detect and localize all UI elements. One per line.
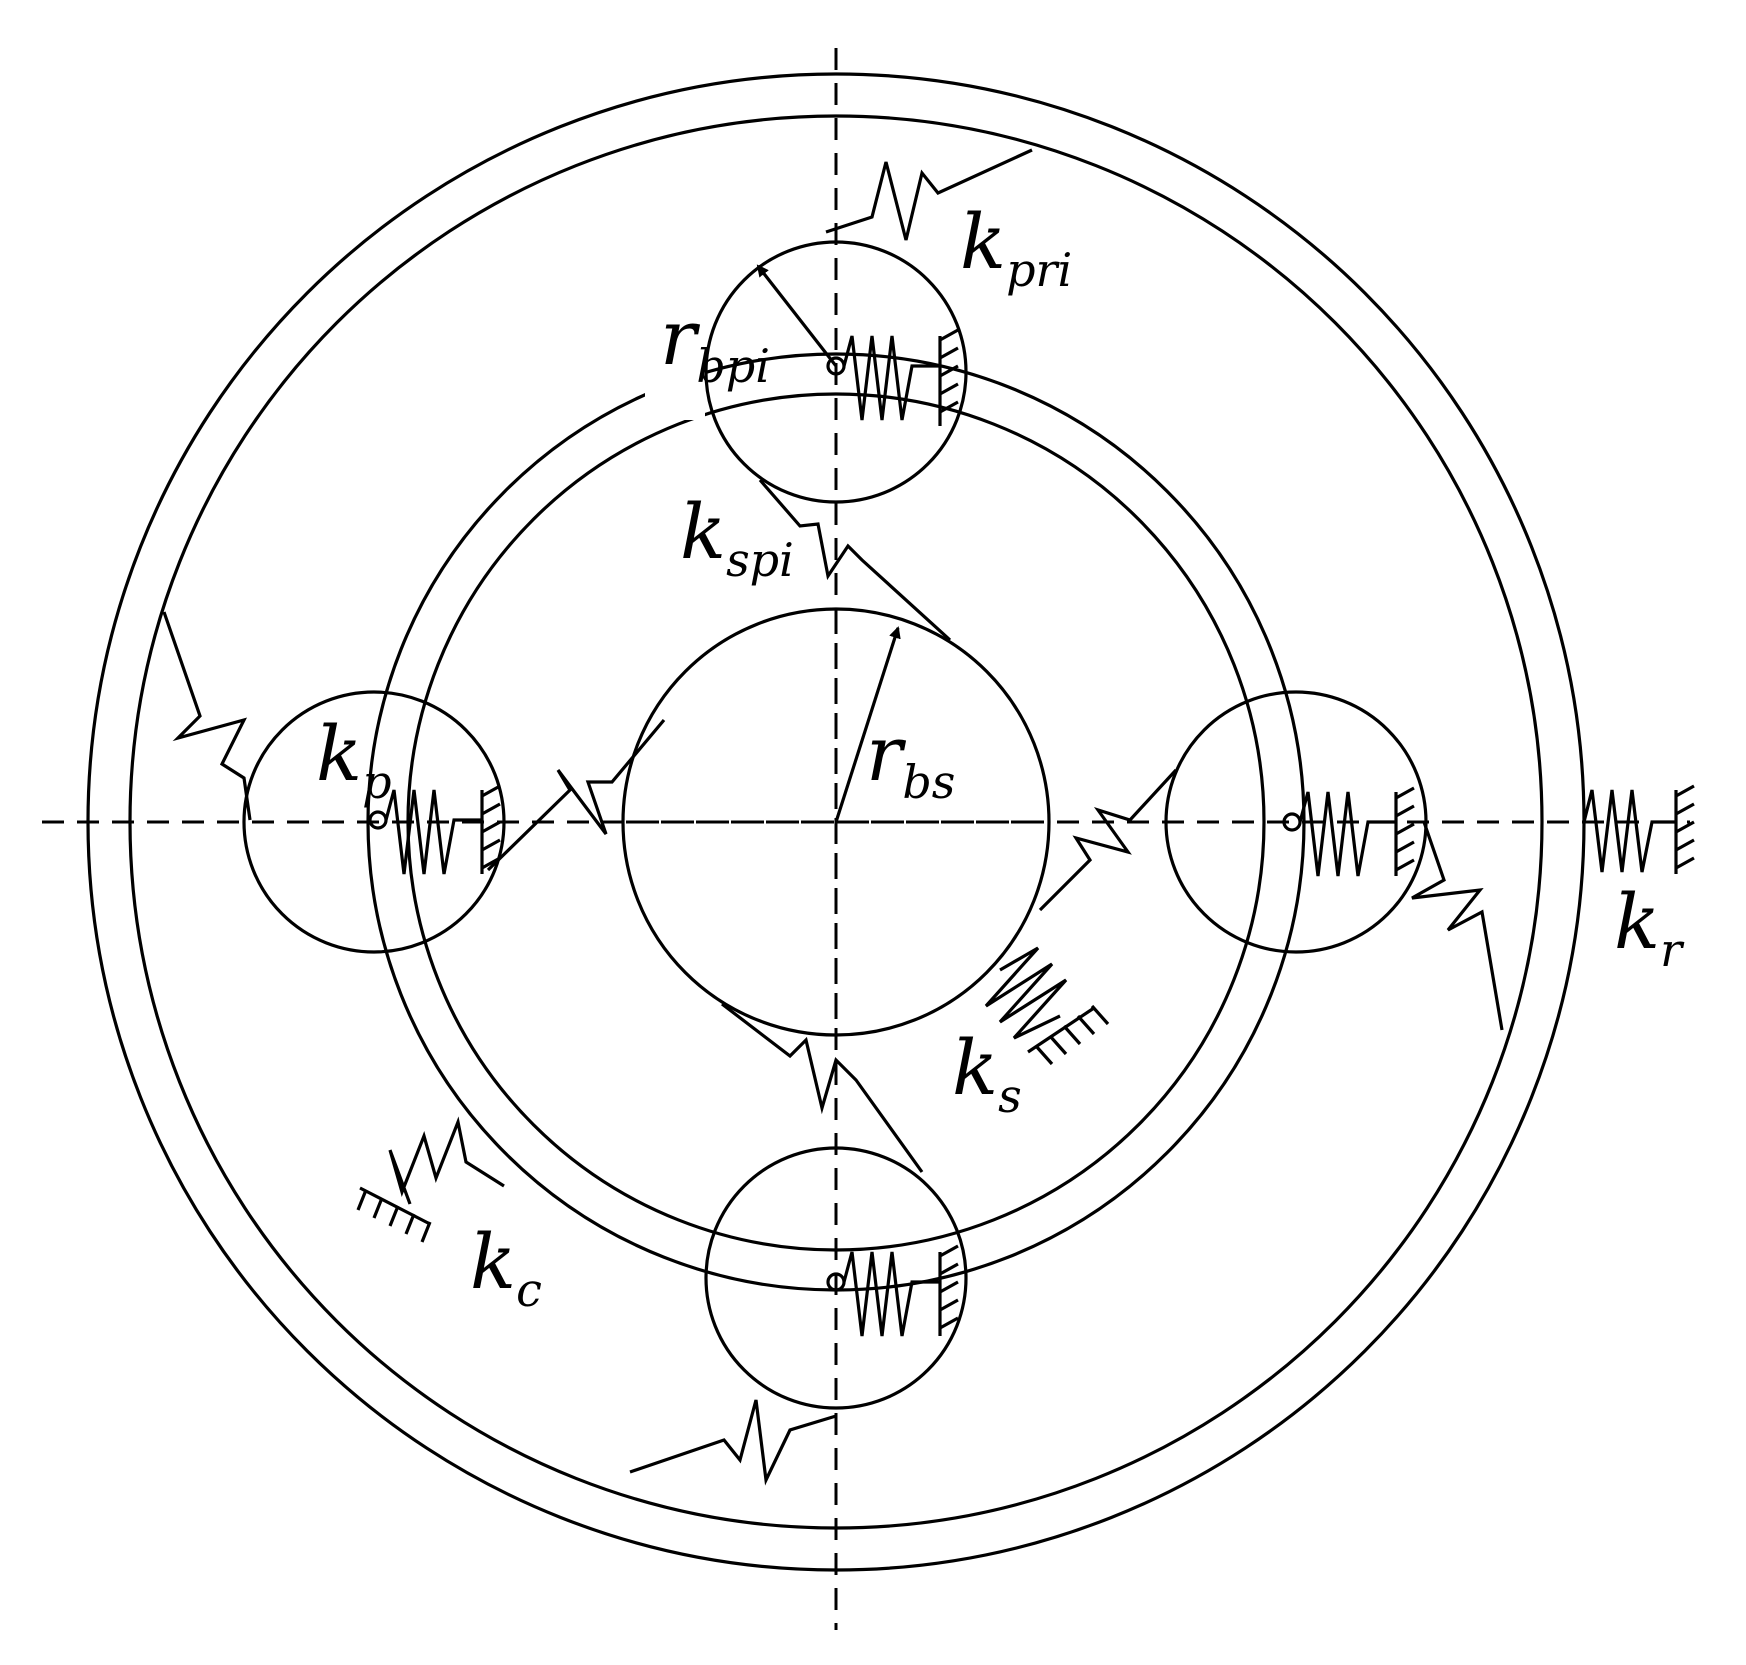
spring-coil-top <box>842 335 940 421</box>
sun-support-ground-hatch <box>1034 1004 1110 1066</box>
ring-support-coil <box>1582 789 1676 873</box>
label-k-pri: kpri <box>960 197 1072 297</box>
carrier-support-ground-bar <box>359 1186 431 1226</box>
label-k-s: ks <box>952 1023 1022 1123</box>
sun-planet-mesh-springs <box>486 478 1178 1173</box>
sun-base-radius-arrow <box>834 626 901 823</box>
ring-planet-spring-right <box>1411 821 1504 1031</box>
sun-planet-spring-top <box>758 478 952 642</box>
spring-coil-bottom <box>842 1251 940 1337</box>
ring-planet-mesh-springs <box>162 148 1504 1486</box>
planet-bearing-springs <box>368 328 1415 1337</box>
carrier-gap-mask <box>645 370 705 420</box>
carrier-support-ground-hatch <box>356 1189 432 1243</box>
ring-planet-spring-left <box>162 611 252 821</box>
pivot-left <box>368 810 388 830</box>
label-k-spi: kspi <box>680 487 794 587</box>
top-planet-gap-mask <box>704 268 728 319</box>
ring-support-ground-hatch <box>1675 784 1695 870</box>
ground-hatch-bottom <box>939 1244 959 1330</box>
spring-coil-right <box>1298 791 1396 877</box>
carrier-ring-inner-circle <box>406 392 1266 1252</box>
planet-gear-top <box>704 240 968 504</box>
planet-base-radius-arrow <box>756 264 838 367</box>
radius-arrows <box>756 264 901 823</box>
ground-hatch-left <box>481 784 501 870</box>
sun-support-spring <box>984 946 1110 1066</box>
label-r-bpi: rbpi <box>660 293 770 393</box>
label-r-bs: rbs <box>866 709 955 809</box>
ring-gear-inner-circle <box>128 114 1544 1530</box>
carrier-support-coil <box>388 1116 505 1205</box>
planet-bearing-spring-top <box>826 328 959 426</box>
label-k-r: kr <box>1614 877 1685 977</box>
carrier-support-spring <box>356 1116 505 1243</box>
sun-support-ground-bar <box>1027 1006 1095 1054</box>
ring-support-spring <box>1582 784 1695 874</box>
ground-hatch-top <box>939 328 959 414</box>
ground-hatch-right <box>1395 786 1415 872</box>
center-lines <box>42 48 1690 1630</box>
ring-planet-spring-bottom <box>629 1399 837 1486</box>
sun-planet-spring-right <box>1038 768 1178 912</box>
planet-gear-left <box>242 690 506 954</box>
sun-support-coil <box>984 946 1068 1040</box>
planet-bearing-spring-right <box>1282 786 1415 877</box>
ring-planet-spring-top <box>825 148 1033 241</box>
label-k-c: kc <box>470 1217 542 1317</box>
sun-gear <box>621 607 1051 1037</box>
planet-gear-bottom <box>704 1146 968 1410</box>
planet-bearing-spring-left <box>368 784 501 875</box>
planet-bearing-spring-bottom <box>826 1244 959 1337</box>
labels: kpri rbpi kspi kp rbs kr ks kc <box>316 197 1685 1317</box>
spring-coil-left <box>384 789 482 875</box>
sun-planet-spring-bottom <box>721 1002 924 1173</box>
label-k-p: kp <box>316 709 392 809</box>
planet-gears <box>242 240 1428 1410</box>
sun-planet-spring-left <box>486 718 666 872</box>
planet-gear-right <box>1164 690 1428 954</box>
